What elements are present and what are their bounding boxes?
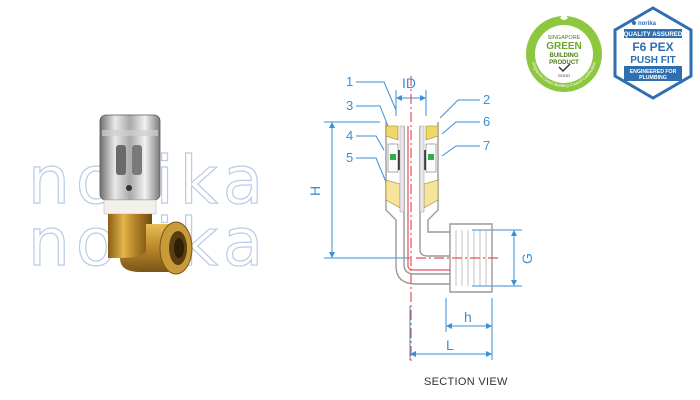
dim-label-h: H	[307, 186, 323, 196]
callout-5: 5	[346, 150, 353, 165]
brand-logo-icon	[632, 21, 636, 25]
badge-sub1: ENGINEERED FOR	[630, 69, 677, 75]
callout-4: 4	[346, 128, 353, 143]
badge-title1: F6 PEX	[632, 40, 673, 54]
callout-1: 1	[346, 74, 353, 89]
elbow-fitting-photo	[99, 114, 193, 275]
quality-assured-badge: norika QUALITY ASSURED F6 PEX PUSH FIT E…	[613, 6, 693, 100]
dim-label-id: ID	[402, 75, 416, 91]
callout-2: 2	[483, 92, 490, 107]
badge-green-line3: BUILDING	[550, 53, 579, 59]
callout-6: 6	[483, 114, 490, 129]
dim-label-h-small: h	[464, 309, 472, 325]
badge-brand: norika	[638, 21, 657, 27]
badge-title2: PUSH FIT	[630, 55, 676, 66]
badge-green-rating: GOOD	[558, 73, 570, 78]
dim-label-l: L	[446, 337, 454, 353]
badge-header: QUALITY ASSURED	[624, 31, 683, 38]
callout-3: 3	[346, 98, 353, 113]
section-view-caption: SECTION VIEW	[424, 376, 508, 388]
badge-green-line1: SINGAPORE	[548, 35, 581, 41]
section-view-diagram: ID H G h L 1 3 4 5 2 6 7	[307, 74, 535, 362]
dim-label-g: G	[519, 253, 535, 264]
green-building-badge: Singapore Green Building Council Certifi…	[526, 15, 602, 92]
badge-green-line4: PRODUCT	[549, 60, 579, 66]
leaf-icon	[560, 15, 568, 20]
badge-green-line2: GREEN	[546, 41, 582, 52]
checkmark-icon	[558, 63, 571, 73]
callout-7: 7	[483, 138, 490, 153]
badge-sub2: PLUMBING	[639, 75, 667, 81]
